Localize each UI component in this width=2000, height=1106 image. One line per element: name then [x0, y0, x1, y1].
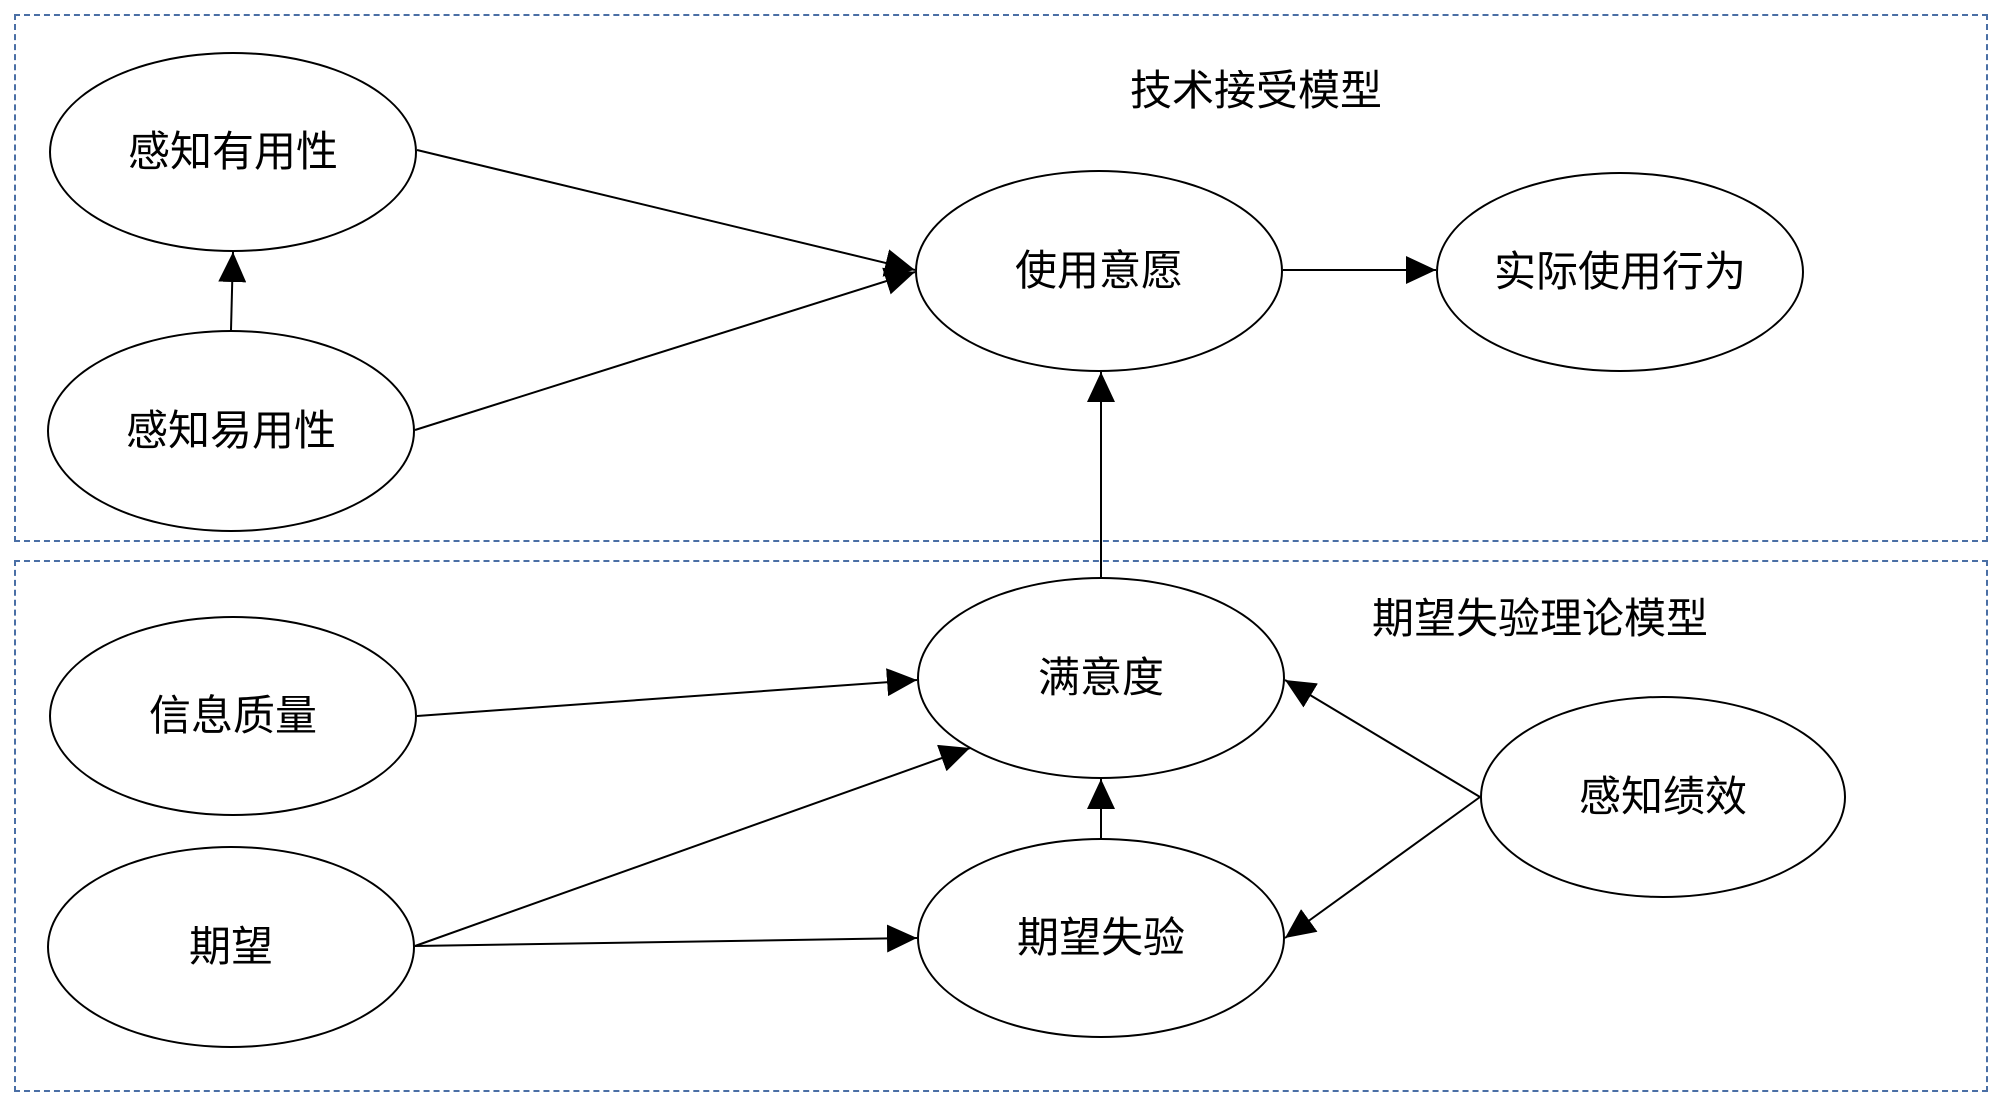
node-label: 满意度 — [1037, 652, 1164, 702]
node-expectation: 期望 — [47, 846, 415, 1048]
node-disconfirmation: 期望失验 — [917, 838, 1285, 1038]
node-label: 实际使用行为 — [1493, 246, 1746, 296]
node-label: 使用意愿 — [1014, 245, 1183, 295]
tam-region — [14, 14, 1988, 542]
node-intention-to-use: 使用意愿 — [915, 170, 1283, 372]
node-label: 感知绩效 — [1578, 771, 1747, 821]
node-satisfaction: 满意度 — [917, 577, 1285, 779]
node-perceived-performance: 感知绩效 — [1480, 696, 1846, 898]
node-label: 感知有用性 — [127, 126, 338, 176]
node-label: 期望 — [188, 921, 273, 971]
node-actual-use-behavior: 实际使用行为 — [1436, 172, 1804, 372]
node-information-quality: 信息质量 — [49, 616, 417, 816]
node-perceived-usefulness: 感知有用性 — [49, 52, 417, 252]
node-label: 感知易用性 — [125, 405, 336, 455]
tam-region-title: 技术接受模型 — [1130, 66, 1383, 115]
node-label: 期望失验 — [1016, 912, 1185, 962]
node-label: 信息质量 — [148, 690, 317, 740]
node-perceived-ease-of-use: 感知易用性 — [47, 330, 415, 532]
ect-region-title: 期望失验理论模型 — [1372, 594, 1709, 643]
ect-region — [14, 560, 1988, 1092]
